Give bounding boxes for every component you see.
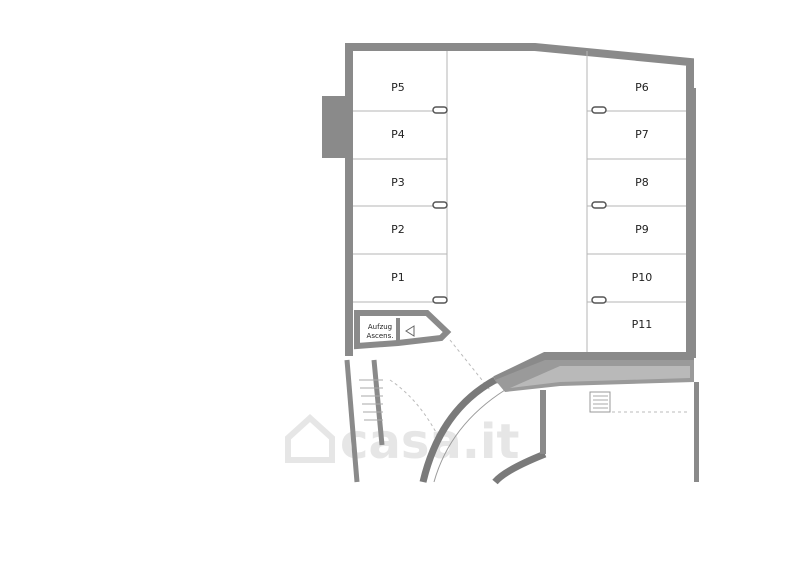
space-label-p6: P6 [635, 81, 649, 94]
space-label-p5: P5 [391, 81, 405, 94]
elevator-label-line1: Aufzug [368, 323, 392, 331]
facade-block [322, 96, 346, 158]
space-label-p8: P8 [635, 176, 649, 189]
ramp-walls [419, 376, 547, 485]
lower-right-area [589, 382, 699, 482]
columns [432, 106, 607, 304]
space-label-p7: P7 [635, 128, 649, 141]
space-label-p1: P1 [391, 271, 405, 284]
stair-corridor [344, 359, 385, 483]
left-bay-dividers [353, 110, 447, 303]
ramp-dashed [389, 339, 491, 441]
slab-band [495, 360, 694, 392]
right-space-labels: P6 P7 P8 P9 P10 P11 [632, 81, 653, 331]
watermark: casa.it [285, 413, 519, 470]
outer-walls [345, 43, 694, 384]
space-label-p4: P4 [391, 128, 405, 141]
triangle-icon [405, 325, 415, 337]
stair-steps [359, 379, 383, 421]
left-space-labels: P5 P4 P3 P2 P1 [391, 81, 405, 284]
aisle-lines [446, 51, 588, 352]
space-label-p3: P3 [391, 176, 405, 189]
right-wall-strip [690, 88, 696, 358]
space-label-p10: P10 [632, 271, 653, 284]
space-label-p2: P2 [391, 223, 405, 236]
ramp-inner-line [433, 389, 506, 483]
elevator-label-line2: Ascens. [367, 332, 394, 340]
house-icon [285, 413, 335, 463]
space-label-p9: P9 [635, 223, 649, 236]
elevator-core: Aufzug Ascens. [354, 310, 452, 350]
space-label-p11: P11 [632, 318, 653, 331]
